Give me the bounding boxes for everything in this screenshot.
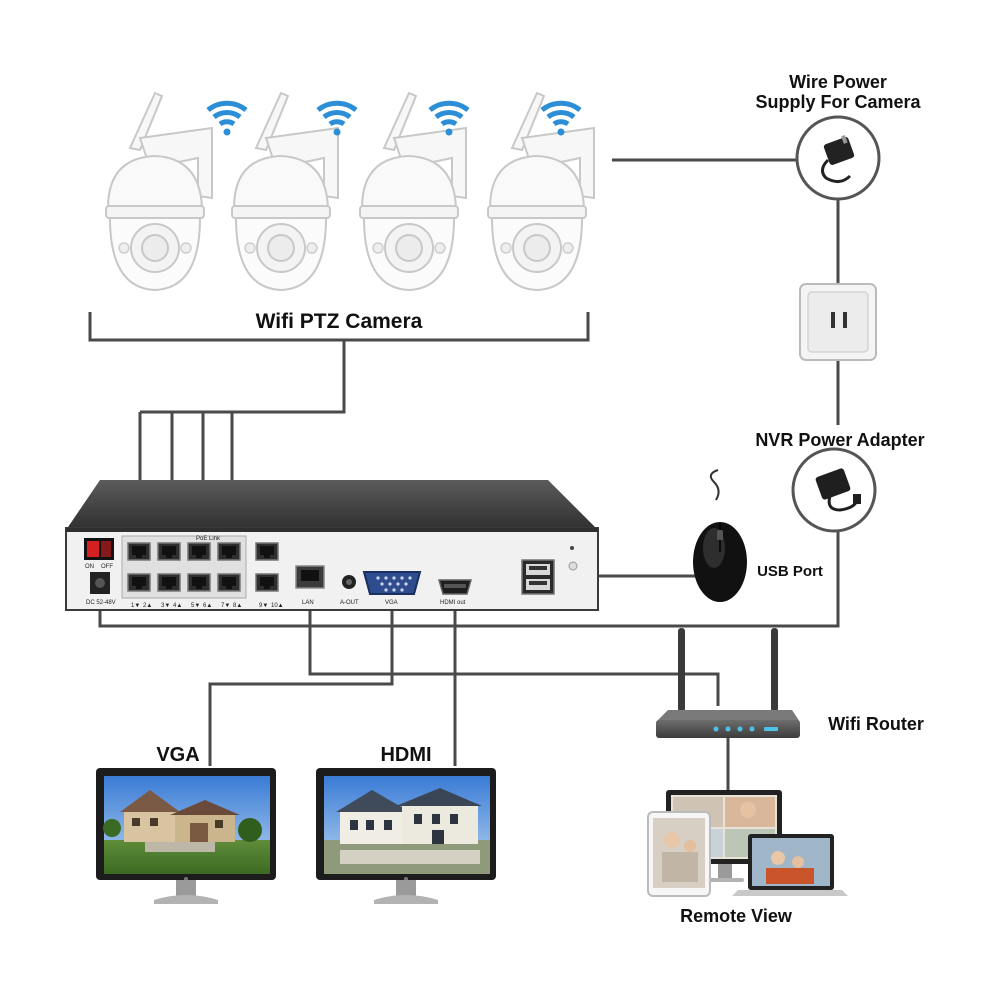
- hdmi-monitor: [316, 768, 496, 904]
- hdmi-label: HDMI: [380, 744, 431, 766]
- port-label: 9▼: [259, 603, 268, 609]
- camera-power-adapter-icon: [795, 115, 881, 201]
- laptop: [732, 834, 848, 896]
- nvr-power-label: NVR Power Adapter: [755, 430, 924, 450]
- power-on-label: ON: [85, 564, 94, 570]
- vga-port[interactable]: [362, 571, 422, 595]
- wifi-router-icon: [656, 628, 800, 738]
- house-photo: [103, 776, 270, 874]
- status-led: [570, 546, 574, 550]
- nvr-power-switch[interactable]: [84, 538, 114, 560]
- port-label: 7▼: [221, 603, 230, 609]
- poe-port-7[interactable]: [187, 573, 211, 592]
- nvr-recorder: ON OFF DC 52-48V PoE Link 1▼ 2▲ 3▼ 4▲ 5▼…: [65, 480, 599, 611]
- network-port-10[interactable]: [255, 573, 279, 592]
- wall-outlet-icon: [799, 283, 877, 361]
- vga-monitor: [96, 768, 276, 904]
- hdmi-port-label: HDMI out: [440, 600, 466, 606]
- usb-port-label: USB Port: [757, 563, 823, 580]
- usb-mouse-icon: [693, 469, 747, 602]
- audio-out-label: A-OUT: [340, 600, 359, 606]
- wifi-signal-icon: [208, 103, 246, 135]
- wire-power-label-line2: Supply For Camera: [755, 92, 921, 112]
- wire-power-label-line1: Wire Power: [789, 72, 887, 92]
- lan-wire: [308, 588, 720, 706]
- dc-in-label: DC 52-48V: [86, 600, 116, 606]
- bracket-to-nvr-wire: [140, 340, 346, 414]
- network-port-9[interactable]: [255, 542, 279, 561]
- port-label: 6▲: [203, 603, 212, 609]
- poe-port-8[interactable]: [217, 573, 241, 592]
- usb-ports[interactable]: [521, 559, 555, 595]
- poe-port-1[interactable]: [127, 542, 151, 561]
- reset-button[interactable]: [568, 561, 578, 571]
- port-label: 4▲: [173, 603, 182, 609]
- tablet: [647, 811, 711, 897]
- poe-port-3[interactable]: [187, 542, 211, 561]
- audio-out-jack[interactable]: [342, 575, 356, 589]
- port-label: 2▲: [143, 603, 152, 609]
- dc-power-jack: [90, 572, 110, 594]
- house-photo: [324, 776, 490, 874]
- port-label: 5▼: [191, 603, 200, 609]
- remote-view-label: Remote View: [680, 906, 793, 926]
- ptz-camera-4: [487, 92, 595, 291]
- vga-wire: [208, 597, 394, 766]
- lan-label: LAN: [302, 600, 314, 606]
- wires: [88, 158, 840, 790]
- port-label: 1▼: [131, 603, 140, 609]
- ptz-camera-2: [231, 92, 339, 291]
- poe-port-6[interactable]: [157, 573, 181, 592]
- poe-port-5[interactable]: [127, 573, 151, 592]
- poe-link-label: PoE Link: [196, 536, 221, 542]
- power-off-label: OFF: [101, 564, 113, 570]
- ptz-camera-1: [105, 92, 213, 291]
- lan-port[interactable]: [295, 565, 325, 589]
- poe-port-4[interactable]: [217, 542, 241, 561]
- hdmi-port[interactable]: [438, 579, 472, 595]
- poe-port-2[interactable]: [157, 542, 181, 561]
- port-label: 3▼: [161, 603, 170, 609]
- nvr-power-adapter-icon: [791, 447, 877, 533]
- camera-group-label: Wifi PTZ Camera: [256, 310, 423, 333]
- vga-port-label: VGA: [385, 600, 398, 606]
- nvr-power-wire: [98, 530, 840, 628]
- remote-view-devices: [647, 790, 848, 897]
- vga-label: VGA: [156, 744, 199, 766]
- router-label: Wifi Router: [828, 714, 924, 734]
- camera-group-bracket: [88, 312, 590, 342]
- port-label: 8▲: [233, 603, 242, 609]
- port-label: 10▲: [271, 603, 284, 609]
- wifi-ptz-cameras: [105, 92, 595, 291]
